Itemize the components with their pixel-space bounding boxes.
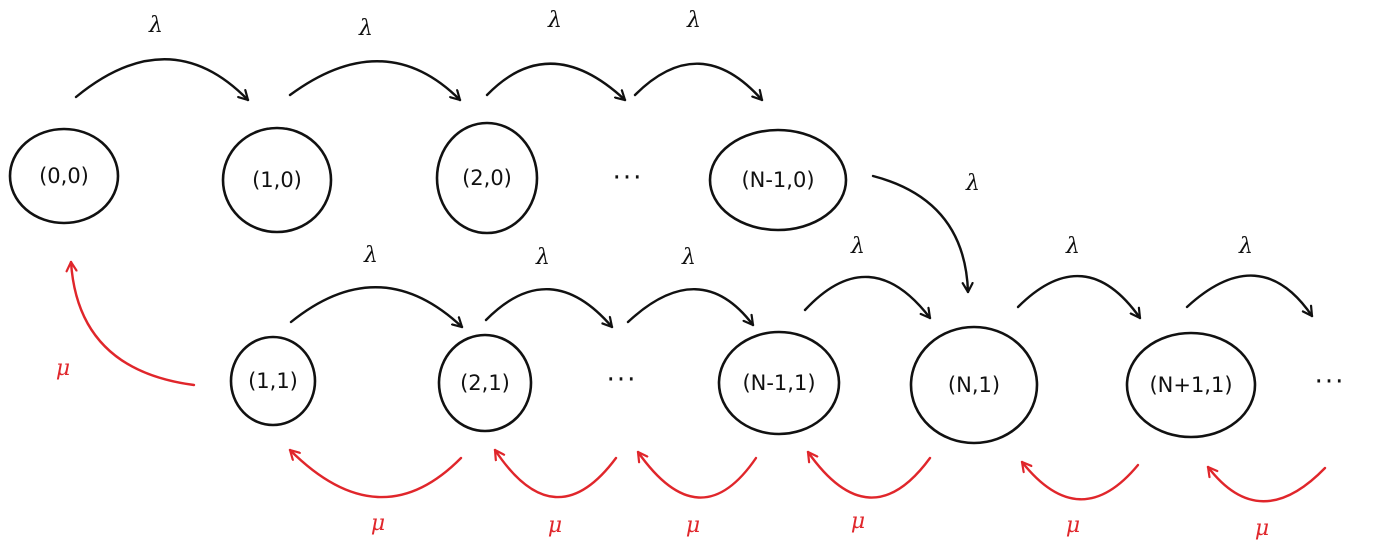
service-rate-label: μ bbox=[686, 513, 700, 538]
service-edge bbox=[636, 450, 758, 499]
arrival-edge bbox=[803, 275, 932, 320]
state-n-1: (N,1) bbox=[909, 325, 1039, 445]
state-node-circle bbox=[909, 325, 1039, 445]
state-node-circle bbox=[437, 333, 533, 433]
state-node-circle bbox=[8, 127, 120, 225]
state-2-1: (2,1) bbox=[437, 333, 533, 433]
service-rate-label: μ bbox=[1066, 513, 1080, 538]
arrival-edge bbox=[288, 60, 462, 102]
service-rate-label: μ bbox=[371, 511, 385, 536]
state-node-circle bbox=[1125, 331, 1257, 439]
arrival-rate-label: λ bbox=[358, 16, 373, 41]
arrival-rate-label: λ bbox=[1065, 234, 1080, 259]
arrival-rate-label: λ bbox=[965, 171, 980, 196]
state-node-circle bbox=[708, 128, 848, 232]
state-2-0: (2,0) bbox=[435, 121, 539, 235]
arrival-rate-label: λ bbox=[148, 13, 163, 38]
service-edge bbox=[1206, 465, 1327, 503]
state-label: (N+1,1) bbox=[1149, 373, 1232, 397]
arrival-rate-label: λ bbox=[547, 8, 562, 33]
ellipsis-right: ··· bbox=[1315, 367, 1346, 397]
arrival-edge bbox=[485, 62, 627, 102]
service-rate-label: μ bbox=[851, 509, 865, 534]
service-rate-label: μ bbox=[548, 513, 562, 538]
arrival-edge bbox=[74, 58, 250, 102]
state-label: (N-1,0) bbox=[741, 168, 814, 192]
arrival-edge bbox=[484, 287, 614, 329]
ellipsis-bottom-row: ··· bbox=[607, 365, 638, 395]
state-node-circle bbox=[717, 330, 841, 436]
state-0-0: (0,0) bbox=[8, 127, 120, 225]
service-edge bbox=[806, 450, 932, 499]
service-rate-label: μ bbox=[56, 356, 70, 381]
arrival-edge bbox=[871, 174, 968, 294]
state-label: (N,1) bbox=[948, 373, 1000, 397]
service-edge bbox=[288, 448, 463, 499]
state-node-circle bbox=[435, 121, 539, 235]
arrival-rate-label: λ bbox=[686, 8, 701, 33]
service-rate-label: μ bbox=[1255, 516, 1269, 541]
state-1-1: (1,1) bbox=[229, 335, 317, 427]
service-edge bbox=[493, 448, 618, 499]
arrival-rate-label: λ bbox=[363, 243, 378, 268]
arrival-rate-label: λ bbox=[1238, 234, 1253, 259]
state-n-plus-1-1: (N+1,1) bbox=[1125, 331, 1257, 439]
arrival-rate-label: λ bbox=[535, 245, 550, 270]
arrival-rate-label: λ bbox=[850, 234, 865, 259]
ellipsis-top-row: ··· bbox=[613, 163, 644, 193]
state-node-circle bbox=[229, 335, 317, 427]
state-n-minus-1-1: (N-1,1) bbox=[717, 330, 841, 436]
arrival-edge bbox=[633, 62, 764, 102]
arrival-rate-label: λ bbox=[681, 245, 696, 270]
state-label: (0,0) bbox=[39, 164, 89, 188]
arrival-edge bbox=[626, 288, 755, 327]
state-label: (N-1,1) bbox=[742, 371, 815, 395]
state-label: (1,0) bbox=[252, 168, 302, 192]
arrival-edge bbox=[1016, 274, 1142, 320]
arrival-edge bbox=[1185, 274, 1314, 318]
state-n-minus-1-0: (N-1,0) bbox=[708, 128, 848, 232]
service-edge bbox=[1020, 460, 1140, 501]
state-label: (1,1) bbox=[248, 369, 298, 393]
arrival-edge bbox=[289, 286, 464, 329]
state-label: (2,1) bbox=[460, 371, 510, 395]
state-node-circle bbox=[221, 126, 333, 234]
state-1-0: (1,0) bbox=[221, 126, 333, 234]
state-label: (2,0) bbox=[462, 166, 512, 190]
service-edge bbox=[71, 260, 196, 387]
